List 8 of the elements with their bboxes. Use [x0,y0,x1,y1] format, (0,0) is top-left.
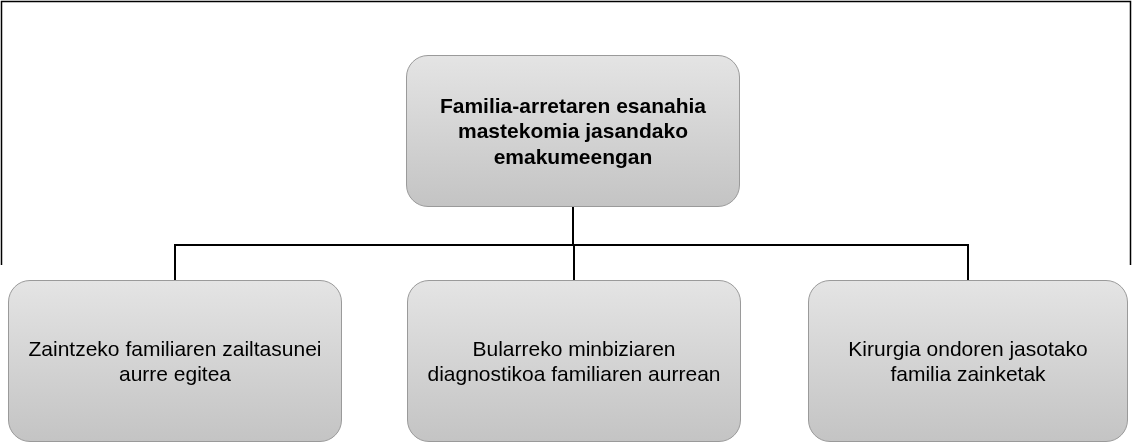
box-text: Zaintzeko familiaren zailtasunei aurre egitea [27,335,323,387]
topic-box [808,280,1128,442]
topic-box [406,55,740,207]
box-text: Kirurgia ondoren jasotako familia zainketak [847,335,1089,387]
topic-box [8,280,342,442]
box-text: Familia-arretaren esanahia mastekomia jasandako emakumeengan [438,93,708,169]
topic-box [407,280,741,442]
box-text: Bularreko minbiziaren diagnostikoa familiaren aurrean [426,335,722,387]
